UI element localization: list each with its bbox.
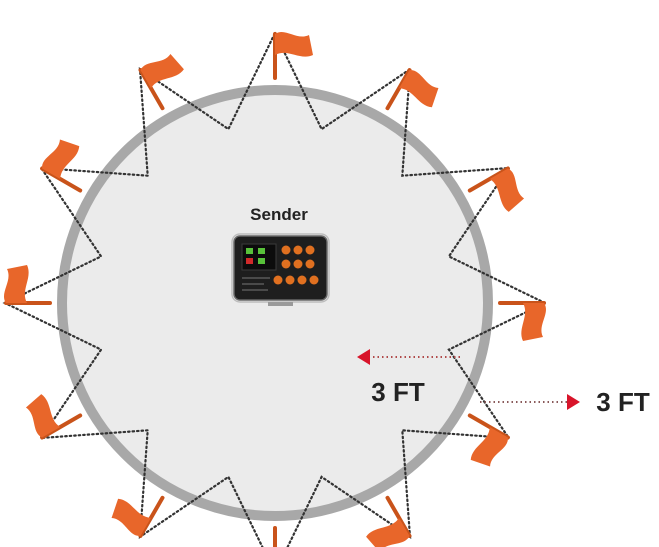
inner-distance-label: 3 FT	[371, 377, 425, 407]
inner-distance-arrow-head	[357, 349, 370, 365]
flag-icon	[111, 495, 165, 538]
sender-device-icon	[231, 233, 330, 306]
flag-icon	[273, 526, 277, 547]
flag-icon	[138, 53, 184, 111]
flag-icon	[385, 68, 439, 111]
flag-icon	[467, 413, 510, 467]
outer-distance-label: 3 FT	[596, 387, 650, 417]
flag-icon	[40, 139, 83, 193]
flag-icon	[498, 301, 546, 341]
flag-icon	[467, 166, 525, 212]
outer-distance-arrow-head	[567, 394, 580, 410]
flag-icon	[4, 265, 52, 305]
flag-icon	[25, 394, 83, 440]
flag-icon	[366, 495, 412, 547]
sender-label: Sender	[250, 205, 308, 224]
perimeter-flags	[4, 31, 546, 547]
flag-icon	[273, 31, 313, 80]
